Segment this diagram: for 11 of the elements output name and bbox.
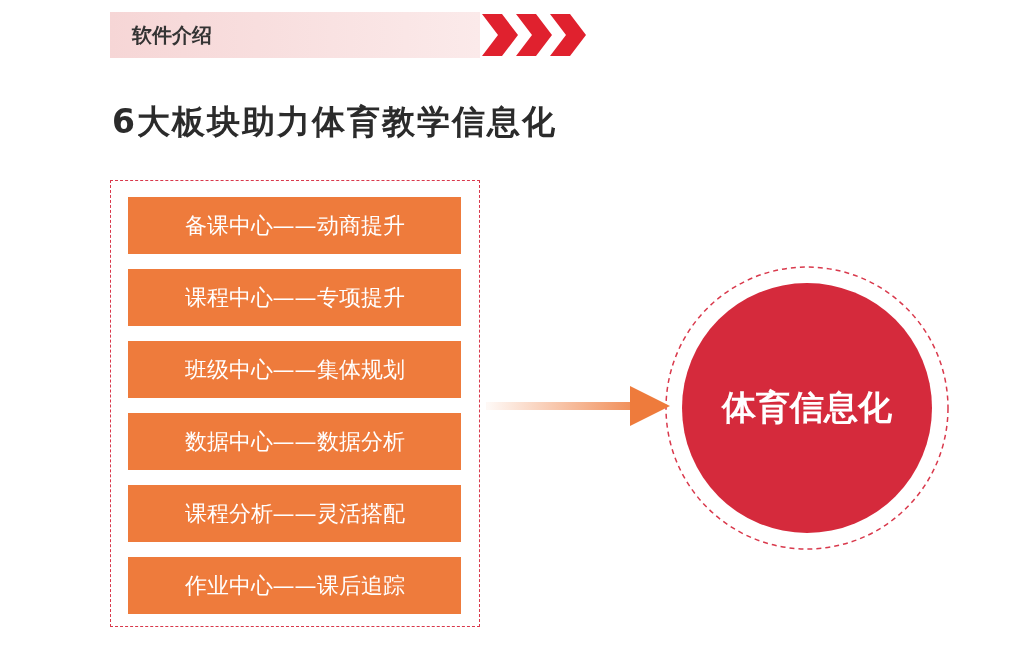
module-box: 课程中心——专项提升 (128, 269, 461, 326)
module-box: 班级中心——集体规划 (128, 341, 461, 398)
module-box: 课程分析——灵活搭配 (128, 485, 461, 542)
title: 6大板块助力体育教学信息化 (112, 101, 557, 143)
module-box: 备课中心——动商提升 (128, 197, 461, 254)
banner: 软件介绍 (110, 12, 480, 58)
goal-circle: 体育信息化 (682, 283, 932, 533)
module-box: 数据中心——数据分析 (128, 413, 461, 470)
dashed-frame (110, 180, 480, 627)
module-box: 作业中心——课后追踪 (128, 557, 461, 614)
arrow (486, 386, 670, 426)
